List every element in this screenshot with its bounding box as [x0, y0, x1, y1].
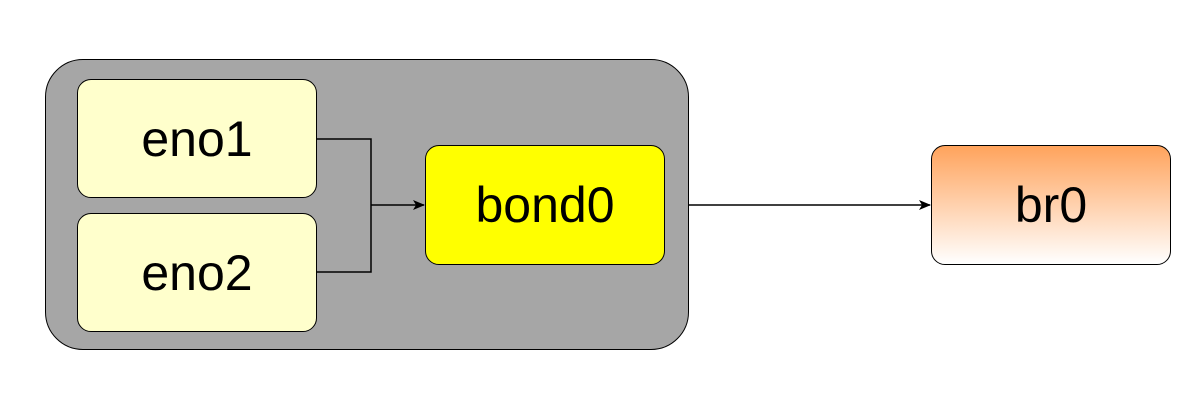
node-bond0: bond0: [425, 145, 665, 265]
node-eno1: eno1: [77, 79, 317, 198]
node-bond0-label: bond0: [475, 177, 615, 233]
node-br0: br0: [931, 145, 1171, 265]
node-eno1-label: eno1: [141, 110, 253, 167]
node-br0-label: br0: [1014, 177, 1088, 233]
node-eno2: eno2: [77, 213, 317, 332]
node-eno2-label: eno2: [141, 244, 253, 301]
